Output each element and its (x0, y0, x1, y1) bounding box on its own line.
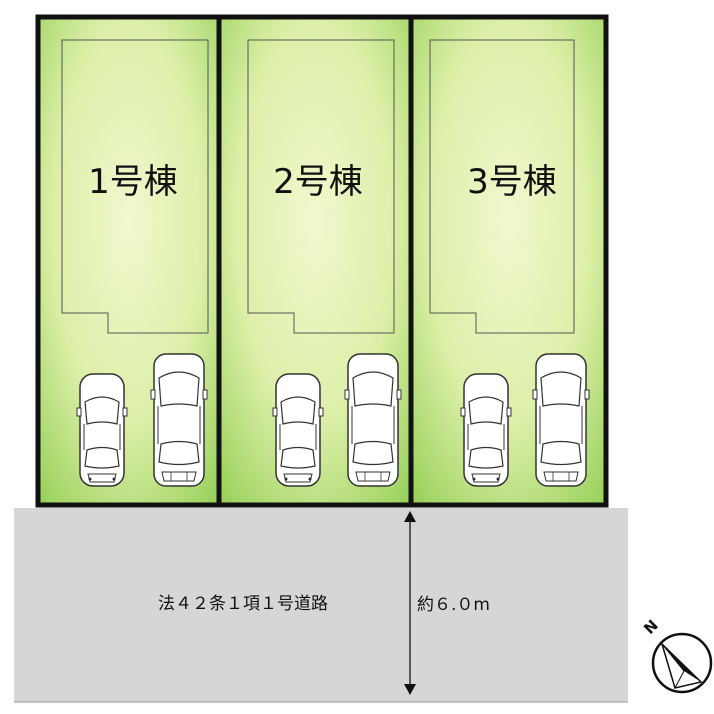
lot-1-car-large (150, 353, 208, 487)
lot-1: 1号棟 (35, 14, 222, 508)
lot-3: 3号棟 (408, 14, 609, 508)
road-area (14, 508, 628, 702)
lot-1-label: 1号棟 (88, 162, 178, 202)
lot-2: 2号棟 (216, 14, 414, 508)
north-compass-icon (651, 632, 713, 694)
lot-3-car-small (460, 373, 512, 487)
road-width-label: 約６.０m (417, 595, 490, 615)
lot-2-label: 2号棟 (273, 162, 363, 202)
lot-3-label: 3号棟 (467, 162, 557, 202)
lot-3-building-outline (429, 39, 575, 334)
lot-2-car-large (344, 353, 402, 487)
lot-2-car-small (272, 373, 324, 487)
lot-1-building-outline (61, 39, 209, 334)
lot-3-car-large (532, 353, 590, 487)
lot-2-building-outline (247, 39, 395, 334)
road-label: 法４２条１項１号道路 (158, 594, 328, 614)
north-label: N (640, 616, 662, 638)
lot-1-car-small (76, 373, 128, 487)
road-width-dimension (404, 511, 416, 695)
